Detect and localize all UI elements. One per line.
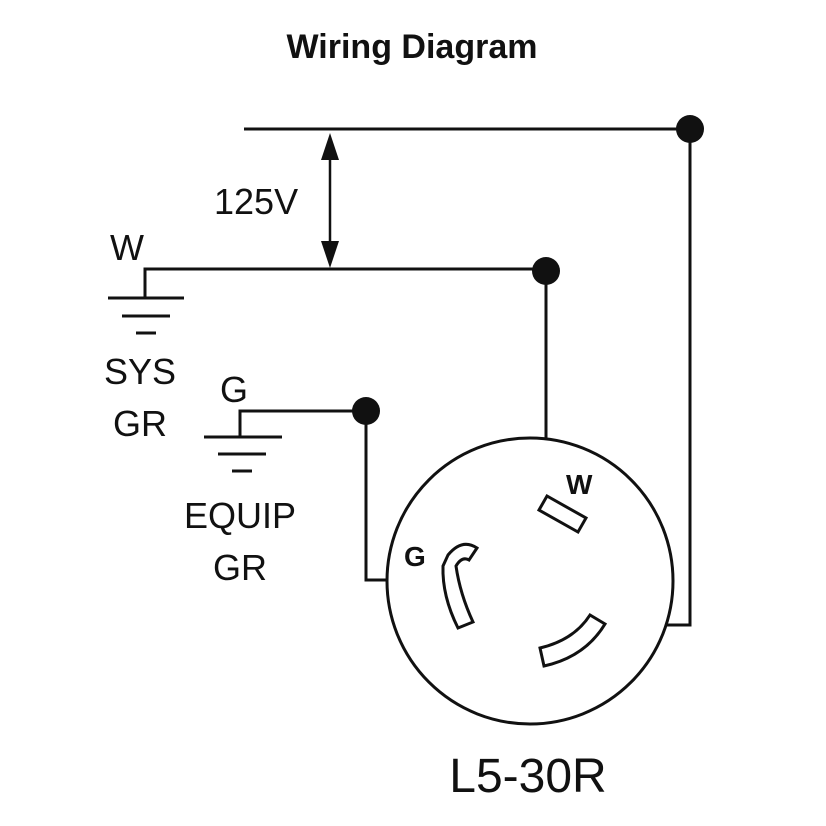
- sys-ground-label-line2: GR: [113, 403, 167, 444]
- diagram-title: Wiring Diagram: [287, 28, 538, 66]
- hot-slot-icon: [538, 612, 608, 668]
- equipment-ground-icon: [204, 435, 282, 473]
- neutral-wire: [143, 267, 546, 298]
- ground-label: G: [220, 369, 248, 410]
- neutral-label: W: [110, 227, 144, 268]
- receptacle-model-label: L5-30R: [449, 750, 606, 803]
- voltage-arrow-up-icon: [321, 133, 339, 160]
- equip-ground-label-line2: GR: [213, 547, 267, 588]
- voltage-arrow-down-icon: [321, 241, 339, 268]
- sys-ground-label-line1: SYS: [104, 351, 176, 392]
- voltage-label: 125V: [214, 181, 298, 222]
- receptacle-face: [385, 436, 675, 726]
- equip-ground-label-line1: EQUIP: [184, 495, 296, 536]
- system-ground-icon: [108, 296, 184, 335]
- slot-g-label: G: [404, 541, 426, 572]
- ground-slot-icon: [441, 542, 480, 630]
- neutral-slot-icon: [536, 493, 589, 535]
- ground-wire: [238, 409, 366, 436]
- slot-w-label: W: [566, 469, 593, 500]
